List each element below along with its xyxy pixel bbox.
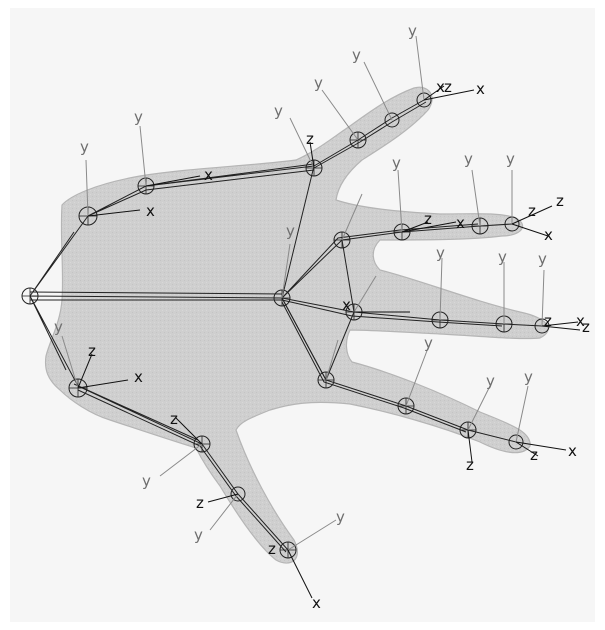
axis-letter-y: y [392, 154, 401, 172]
axis-letter-y: y [80, 138, 89, 156]
axis-letter-y: y [314, 74, 323, 92]
axis-letter-y: y [524, 368, 533, 386]
axis-letter-y: y [142, 472, 151, 490]
axis-letter-y: y [464, 150, 473, 168]
axis-letter-z: z [528, 202, 536, 220]
axis-letter-z: z [268, 540, 276, 558]
axis-letter-z: z [306, 130, 314, 148]
axis-letter-x: x [476, 80, 485, 98]
axis-letter-z: z [424, 210, 432, 228]
axis-letter-z: z [196, 494, 204, 512]
axis-letter-x: x [544, 226, 553, 244]
axis-letter-y: y [134, 108, 143, 126]
axis-letter-x: x [134, 368, 143, 386]
axis-letter-z: z [88, 342, 96, 360]
axis-letter-y: y [286, 222, 295, 240]
axis-letter-y: y [54, 318, 63, 336]
axis-letter-x: x [204, 166, 213, 184]
axis-letter-z: z [444, 78, 452, 96]
axis-letter-y: y [424, 334, 433, 352]
axis-letter-y: y [538, 250, 547, 268]
axis-letter-y: y [408, 22, 417, 40]
axis-letter-z: z [530, 446, 538, 464]
axis-letter-y: y [336, 508, 345, 526]
axis-letter-y: y [506, 150, 515, 168]
axis-letter-z: z [556, 192, 564, 210]
axis-letter-z: z [544, 312, 552, 330]
axis-letter-x: x [568, 442, 577, 460]
axis-letter-y: y [352, 46, 361, 64]
axis-letter-y: y [274, 102, 283, 120]
axis-letter-y: y [436, 244, 445, 262]
axis-letter-z: z [466, 456, 474, 474]
axis-letter-x: x [456, 214, 465, 232]
axis-letter-z: z [582, 318, 590, 336]
axis-letter-z: z [170, 410, 178, 428]
axis-letter-y: y [498, 248, 507, 266]
axis-letter-x: x [342, 296, 351, 314]
axis-letter-y: y [194, 526, 203, 544]
axis-letter-y: y [486, 372, 495, 390]
axis-letter-x: x [146, 202, 155, 220]
axis-letter-x: x [312, 594, 321, 612]
